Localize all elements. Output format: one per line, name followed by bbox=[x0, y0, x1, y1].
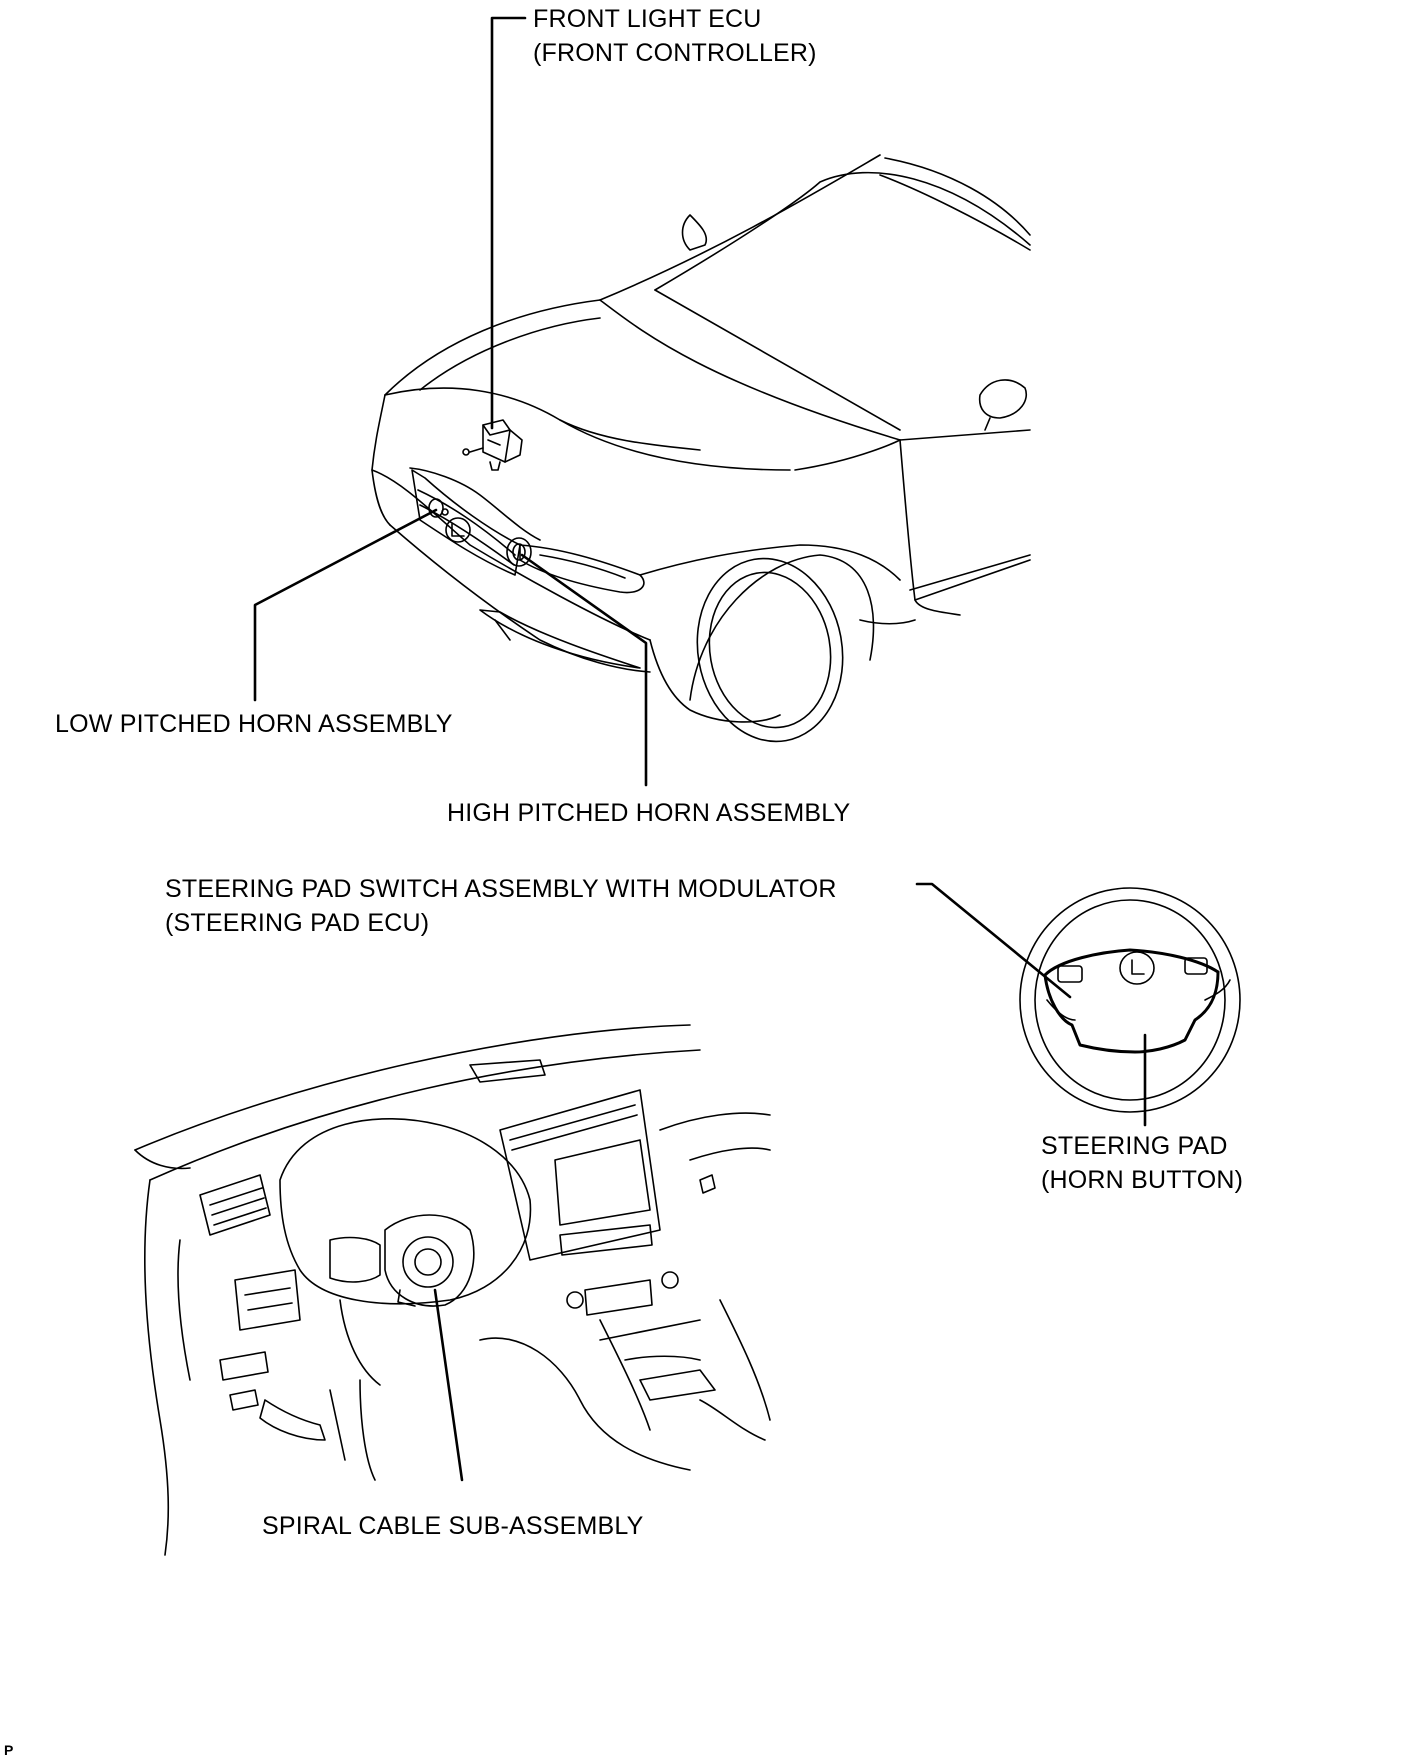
figure-code: P bbox=[4, 1742, 14, 1758]
leader-lines bbox=[253, 16, 1147, 1482]
label-steering-pad-switch-line2: (STEERING PAD ECU) bbox=[165, 909, 430, 937]
label-steering-pad-switch: STEERING PAD SWITCH ASSEMBLY WITH MODULA… bbox=[165, 872, 837, 940]
leader-spiral-cable bbox=[433, 1288, 464, 1482]
label-steering-pad: STEERING PAD (HORN BUTTON) bbox=[1041, 1129, 1243, 1197]
front-light-ecu-part bbox=[462, 419, 523, 471]
leader-high-horn bbox=[520, 553, 648, 787]
low-horn-part bbox=[428, 498, 449, 518]
instrument-panel-illustration bbox=[134, 1024, 771, 1556]
label-steering-pad-line2: (HORN BUTTON) bbox=[1041, 1166, 1244, 1194]
car-illustration bbox=[371, 154, 1031, 743]
steering-wheel-illustration bbox=[1019, 887, 1241, 1113]
label-spiral-cable: SPIRAL CABLE SUB-ASSEMBLY bbox=[262, 1512, 644, 1540]
leader-front-light-ecu bbox=[490, 16, 527, 430]
label-steering-pad-switch-line1: STEERING PAD SWITCH ASSEMBLY WITH MODULA… bbox=[165, 875, 837, 903]
leader-low-horn bbox=[253, 508, 438, 702]
label-steering-pad-line1: STEERING PAD bbox=[1041, 1132, 1228, 1160]
label-high-pitched-horn: HIGH PITCHED HORN ASSEMBLY bbox=[447, 799, 851, 827]
label-front-light-ecu: FRONT LIGHT ECU (FRONT CONTROLLER) bbox=[533, 2, 817, 70]
label-low-pitched-horn: LOW PITCHED HORN ASSEMBLY bbox=[55, 710, 453, 738]
label-front-light-ecu-line1: FRONT LIGHT ECU bbox=[533, 5, 762, 33]
high-horn-part bbox=[506, 537, 532, 567]
label-front-light-ecu-line2: (FRONT CONTROLLER) bbox=[533, 39, 817, 67]
leader-steering-pad-switch bbox=[915, 882, 1072, 999]
